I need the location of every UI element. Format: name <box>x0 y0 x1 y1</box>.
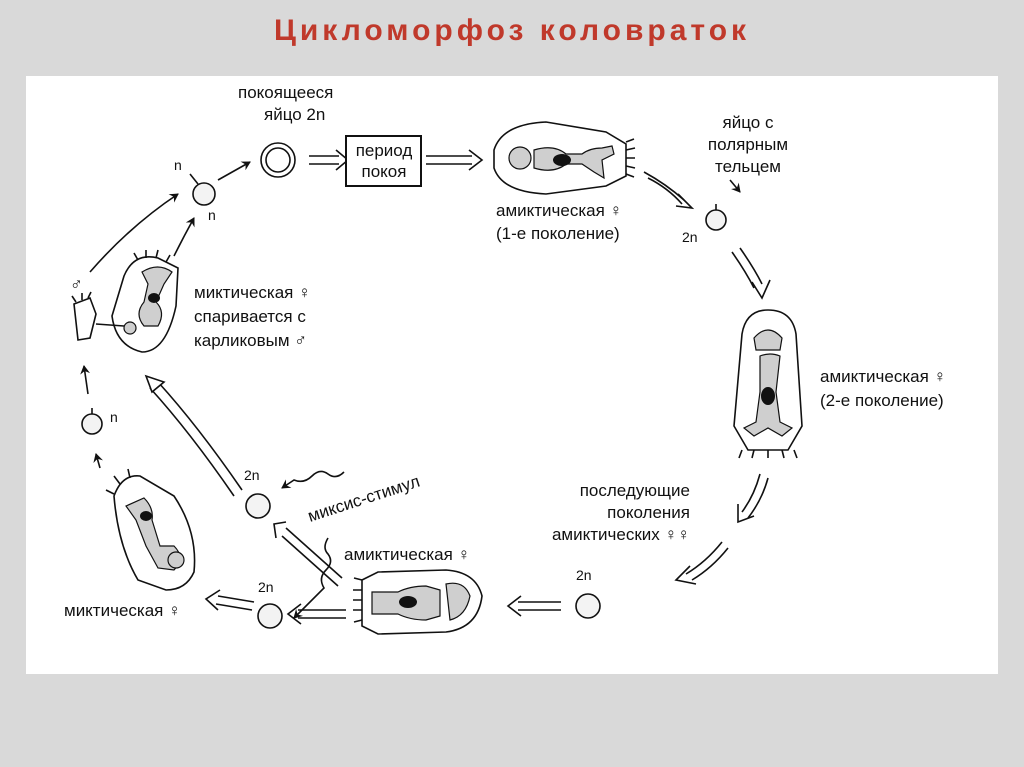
arrow-male-to-egg <box>89 193 179 273</box>
egg-2n-upper: 2n <box>244 467 271 519</box>
arrow-amictic2-down <box>737 473 769 524</box>
egg-bottom-right-ploidy: 2n <box>576 567 592 583</box>
slide-title: Цикломорфоз коловраток <box>273 14 751 47</box>
egg-2n-bottom-right: 2n <box>575 567 601 619</box>
resting-egg-label-line2: яйцо 2n <box>264 105 325 124</box>
mictic-mating-line1: миктическая ♀ <box>194 283 311 302</box>
arrow-amictic-to-lower-egg <box>286 603 346 625</box>
subsequent-label-line1: последующие <box>580 481 690 500</box>
arrow-egg-to-amictic-bottom <box>506 595 561 617</box>
amictic-female-2 <box>733 309 803 459</box>
resting-egg-label-line1: покоящееся <box>238 83 333 102</box>
fertilized-egg-n: n n <box>174 157 216 223</box>
arrow-to-resting-egg <box>217 161 251 181</box>
arrow-female-to-egg <box>173 217 195 257</box>
egg-2n-lower: 2n <box>257 579 283 629</box>
amictic-2-label: амиктическая ♀ (2-е поколение) <box>820 367 946 410</box>
arrow-to-bottom-egg <box>674 541 729 585</box>
amictic-2-label-line1: амиктическая ♀ <box>820 367 946 386</box>
fertilized-egg-n-top: n <box>174 157 182 173</box>
arrow-egg-to-rest <box>309 149 350 171</box>
arrow-egg-to-amictic2 <box>731 247 771 300</box>
subsequent-label-line3: амиктических ♀♀ <box>552 525 690 544</box>
polar-egg-label: яйцо с полярным тельцем <box>708 113 788 176</box>
rest-period-box: период покоя <box>345 135 422 187</box>
polar-egg-label-line1: яйцо с <box>723 113 774 132</box>
mictic-mating-line3: карликовым ♂ <box>194 331 307 350</box>
dwarf-male: ♂ <box>70 275 97 341</box>
amictic-1-label-line2: (1-е поколение) <box>496 224 620 243</box>
arrow-rest-to-amictic1 <box>426 149 484 171</box>
resting-egg <box>260 142 296 178</box>
arrow-n-egg-to-male <box>80 365 91 395</box>
rotifer-life-cycle-diagram: покоящееся яйцо 2n период покоя амиктиче… <box>64 83 946 635</box>
mictic-bottom-label: миктическая ♀ <box>64 601 181 620</box>
polar-egg-label-line3: тельцем <box>715 157 781 176</box>
amictic-2-label-line2: (2-е поколение) <box>820 391 944 410</box>
amictic-1-label-line1: амиктическая ♀ <box>496 201 622 220</box>
polar-egg-pointer <box>729 179 741 193</box>
rest-period-line1: период <box>356 141 413 160</box>
arrow-amictic1-to-egg <box>643 171 695 210</box>
diagram-panel: покоящееся яйцо 2n период покоя амиктиче… <box>26 76 998 674</box>
amictic-bottom-label: амиктическая ♀ <box>344 545 470 564</box>
egg-upper-ploidy: 2n <box>244 467 260 483</box>
amictic-female-1 <box>493 121 636 195</box>
arrow-mictic-to-n-egg <box>93 453 104 469</box>
mictic-female-mating <box>95 249 179 353</box>
mictic-mating-label: миктическая ♀ спаривается с карликовым ♂ <box>194 283 311 350</box>
fertilized-egg-n-bottom: n <box>208 207 216 223</box>
arrow-amictic-to-upper-egg <box>273 521 343 587</box>
mictic-mating-line2: спаривается с <box>194 307 306 326</box>
polar-egg-ploidy: 2n <box>682 229 698 245</box>
amictic-1-label: амиктическая ♀ (1-е поколение) <box>496 201 622 243</box>
subsequent-label-line2: поколения <box>607 503 690 522</box>
amictic-female-bottom: амиктическая ♀ <box>344 545 483 635</box>
egg-n-left: n <box>81 408 118 435</box>
male-symbol: ♂ <box>70 275 83 294</box>
mictic-female-bottom <box>105 468 196 591</box>
arrow-egg-to-mictic <box>204 589 255 611</box>
mixis-stimulus-arrows <box>281 470 345 619</box>
resting-egg-label: покоящееся яйцо 2n <box>238 83 333 124</box>
polar-egg: 2n <box>682 204 727 245</box>
arrow-upper-egg-to-mictic-mating <box>144 374 243 497</box>
egg-n-left-ploidy: n <box>110 409 118 425</box>
rest-period-line2: покоя <box>362 162 407 181</box>
polar-egg-label-line2: полярным <box>708 135 788 154</box>
subsequent-generations-label: последующие поколения амиктических ♀♀ <box>552 481 690 544</box>
mixis-stimulus-label: миксис-стимул <box>305 472 422 526</box>
egg-lower-ploidy: 2n <box>258 579 274 595</box>
